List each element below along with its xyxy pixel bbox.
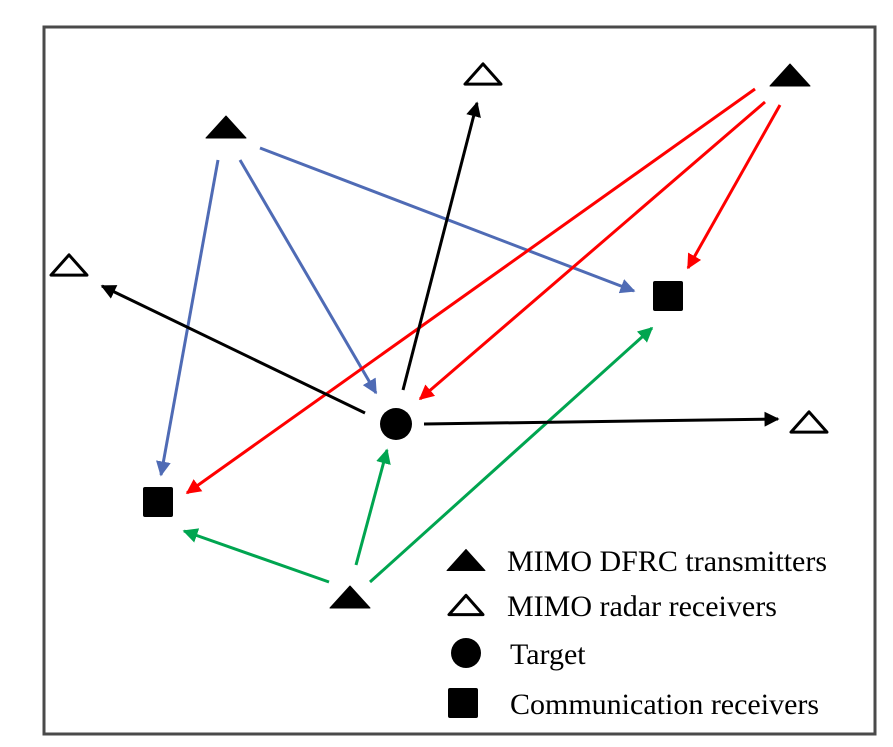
comm-receiver-cu2: Communication receiver (right) [653,281,683,311]
legend-label: MIMO DFRC transmitters [507,545,827,578]
link-tx2-to-target [418,100,766,401]
nodes-layer: MIMO DFRC transmitter (top-left) MIMO DFR… [49,62,829,609]
comm-receiver-cu1: Communication receiver (left) [143,487,173,517]
link-target-to-rx3 [423,411,780,427]
target-node: Target [380,408,412,440]
legend-open-triangle-icon [447,593,485,617]
legend-filled-square-icon [448,688,478,718]
radar-receiver-rx2: MIMO radar receiver (left) [49,253,89,277]
link-tx1-to-cu1 [156,159,220,477]
legend-filled-circle-icon [451,638,481,668]
legend-label: Communication receivers [510,688,819,721]
radar-receiver-rx3: MIMO radar receiver (right) [789,410,829,434]
diagram-frame [42,25,877,736]
legend-label: Target [510,638,586,671]
link-tx3-to-cu1 [182,528,330,584]
link-tx3-to-cu2 [368,326,654,584]
links-layer [100,87,782,584]
transmitter-tx3: MIMO DFRC transmitter (bottom) [329,585,371,609]
transmitter-tx1: MIMO DFRC transmitter (top-left) [205,115,247,139]
link-target-to-rx2 [100,284,366,415]
link-target-to-rx1 [401,101,481,391]
legend-filled-triangle-icon [446,548,486,572]
link-tx2-to-cu1 [185,87,756,495]
link-tx2-to-cu2 [686,104,782,270]
link-tx3-to-target [354,448,391,566]
link-tx1-to-target [238,159,378,395]
transmitter-tx2: MIMO DFRC transmitter (top-right) [769,63,811,87]
legend-label: MIMO radar receivers [507,590,777,623]
radar-receiver-rx1: MIMO radar receiver (top) [463,62,503,86]
